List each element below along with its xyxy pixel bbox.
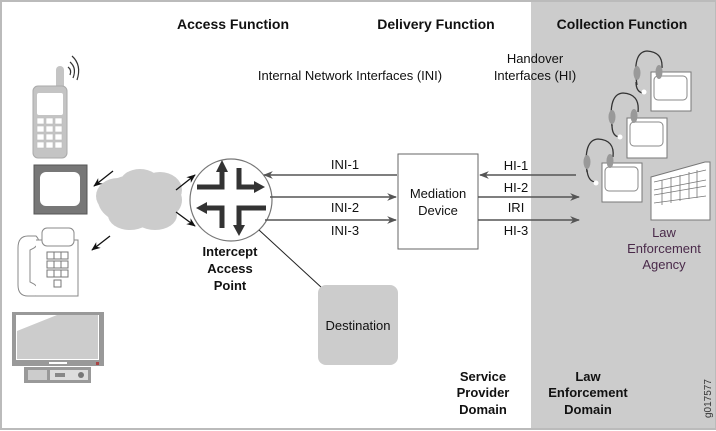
device-link-arrows — [91, 170, 196, 251]
monitoring-station-icon — [633, 50, 692, 112]
law-enforcement-domain-line2: Enforcement — [548, 385, 628, 400]
lea-label-line2: Enforcement — [627, 241, 701, 256]
destination-node[interactable]: Destination — [318, 285, 398, 365]
ini-links — [263, 171, 397, 224]
intercept-label-line2: Access — [207, 261, 253, 276]
flat-screen-tv-icon — [12, 312, 104, 383]
mediation-device-node[interactable]: Mediation Device — [397, 153, 479, 250]
collection-function-header: Collection Function — [557, 16, 688, 32]
delivery-function-header: Delivery Function — [377, 16, 494, 32]
hi-label-line2: Interfaces (HI) — [494, 68, 576, 83]
ini-2-label: INI-2 — [331, 200, 359, 215]
law-enforcement-building-icon — [650, 161, 711, 221]
hi-2-label: HI-2 — [504, 180, 529, 195]
lea-label-line3: Agency — [642, 257, 686, 272]
hi-3-label: HI-3 — [504, 223, 529, 238]
law-enforcement-domain-line1: Law — [575, 369, 601, 384]
mediation-label-line2: Device — [418, 203, 458, 218]
monitoring-station-icon — [608, 92, 668, 159]
service-provider-domain-line1: Service — [460, 369, 506, 384]
network-cloud-icon — [96, 169, 182, 230]
television-icon — [33, 164, 88, 215]
hi-label-line1: Handover — [507, 51, 564, 66]
intercept-access-point-router-icon[interactable] — [189, 158, 273, 242]
mobile-phone-icon — [32, 55, 80, 159]
figure-id: g017577 — [703, 379, 714, 418]
intercept-label-line3: Point — [214, 278, 247, 293]
intercept-label-line1: Intercept — [203, 244, 259, 259]
ini-3-label: INI-3 — [331, 223, 359, 238]
mediation-label-line1: Mediation — [410, 186, 466, 201]
destination-label: Destination — [325, 318, 390, 333]
law-enforcement-domain-line3: Domain — [564, 402, 612, 417]
ini-label: Internal Network Interfaces (INI) — [258, 68, 442, 83]
monitoring-station-icon — [583, 138, 643, 203]
service-provider-domain-line2: Provider — [457, 385, 510, 400]
access-function-header: Access Function — [177, 16, 289, 32]
ini-1-label: INI-1 — [331, 157, 359, 172]
lea-label-line1: Law — [652, 225, 676, 240]
service-provider-domain-line3: Domain — [459, 402, 507, 417]
hi-links — [478, 171, 580, 224]
desk-phone-icon — [17, 227, 79, 297]
destination-link — [258, 229, 323, 289]
hi-1-label: HI-1 — [504, 158, 529, 173]
iri-label: IRI — [508, 200, 525, 215]
